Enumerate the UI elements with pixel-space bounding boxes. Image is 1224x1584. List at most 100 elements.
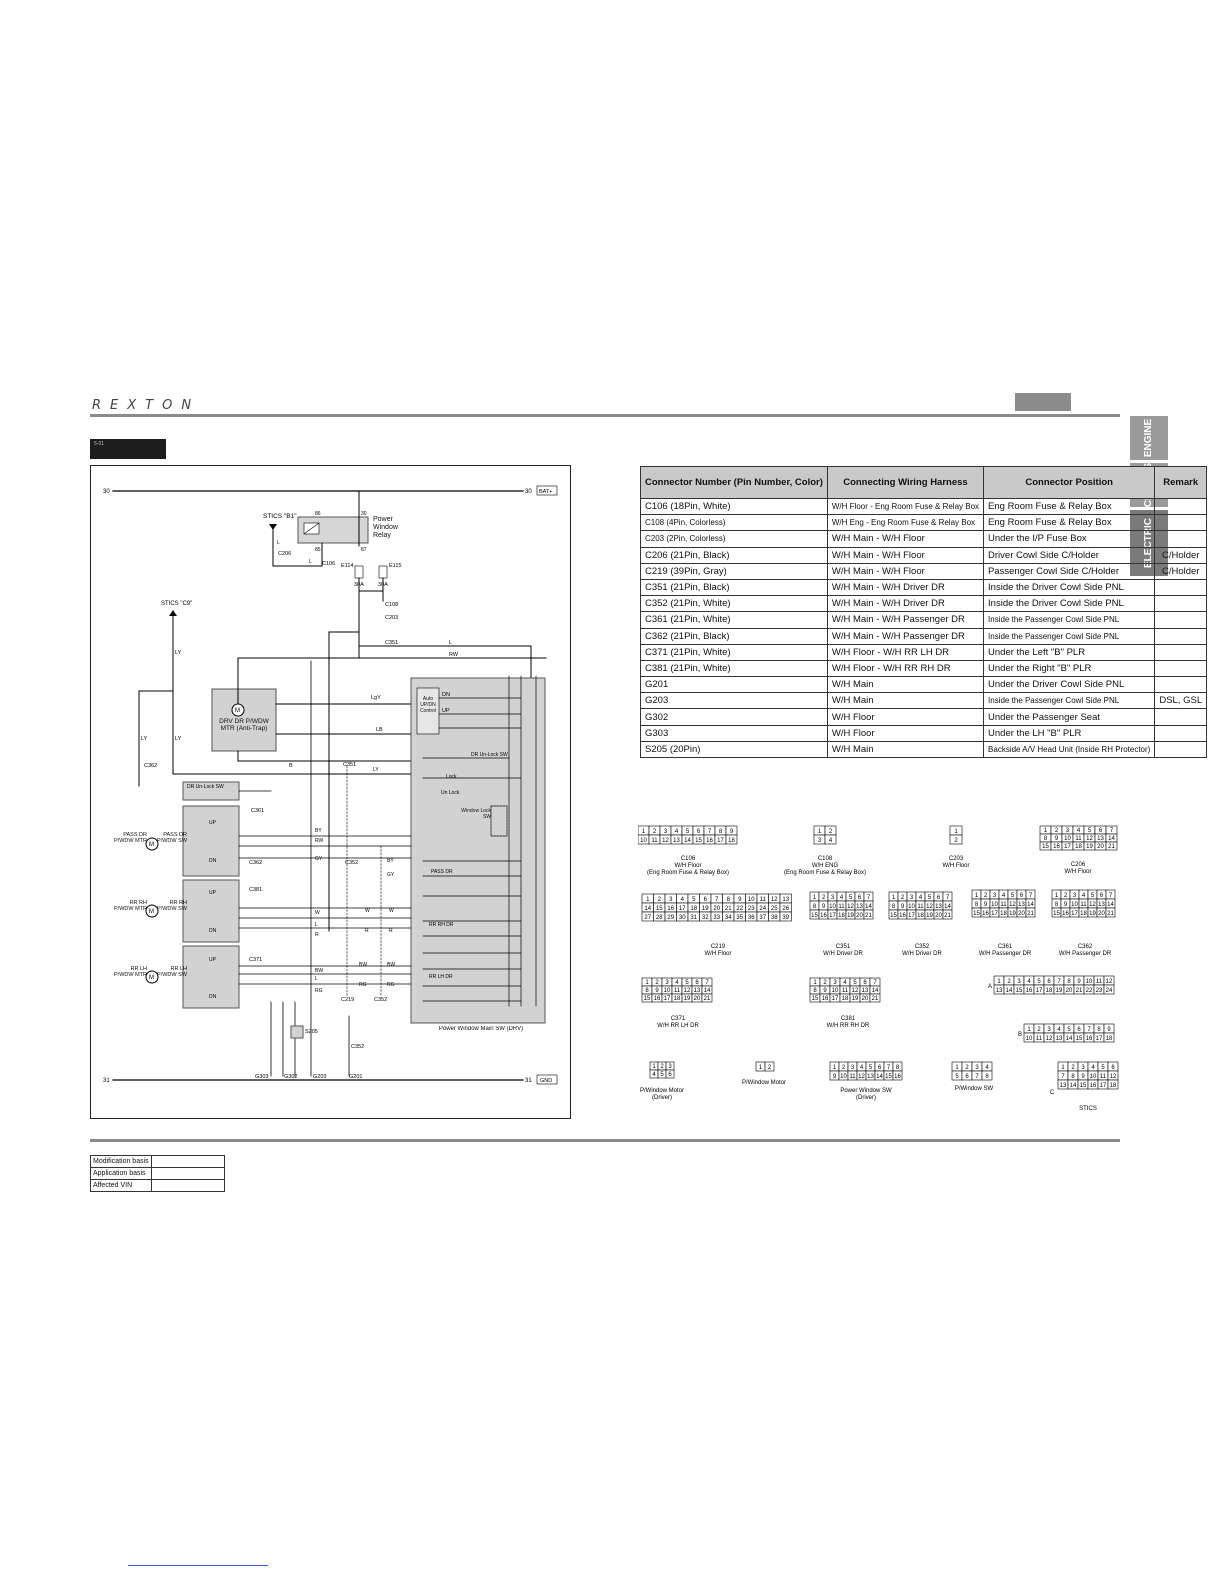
svg-text:C361: C361 [251,808,264,814]
drv-door-motor [211,688,277,752]
stics-c9-label: STICS "C9" [161,601,192,607]
footer-rule [90,1139,1120,1142]
header-rule [90,414,1120,417]
svg-text:24: 24 [759,906,766,912]
cell-remark [1154,627,1208,645]
svg-text:10: 10 [829,904,836,910]
svg-text:19: 19 [702,906,709,912]
connector-label: W/H RR RH DR [827,1023,870,1029]
svg-text:LY: LY [175,736,182,742]
svg-text:3: 3 [993,893,997,899]
svg-text:5: 5 [1101,1065,1105,1071]
svg-text:6: 6 [695,980,699,986]
svg-text:BY: BY [387,858,394,864]
svg-text:19: 19 [1056,988,1063,994]
svg-text:C352: C352 [374,997,387,1003]
connector-label: STICS [1079,1106,1097,1112]
connector-label: W/H Passenger DR [979,951,1032,957]
svg-text:5: 5 [1091,893,1095,899]
svg-text:85: 85 [315,547,321,553]
svg-text:16: 16 [899,913,906,919]
svg-text:38: 38 [771,915,778,921]
cell-connector: C362 (21Pin, Black) [640,627,828,645]
svg-text:1: 1 [646,897,650,903]
table-row: C362 (21Pin, Black)W/H Main - W/H Passen… [640,627,1208,645]
connector-label: (Eng Room Fuse & Relay Box) [784,870,866,876]
svg-text:C108: C108 [385,602,398,608]
connector-label: C206 [1071,862,1086,868]
table-row: C361 (21Pin, White)W/H Main - W/H Passen… [640,611,1208,629]
svg-text:87: 87 [361,547,367,553]
svg-text:UP: UP [209,890,217,896]
svg-text:12: 12 [858,1074,865,1080]
svg-text:19: 19 [926,913,933,919]
rr-lh-switch [182,945,240,1009]
svg-text:C351: C351 [385,640,398,646]
main-switch-box [410,677,546,1024]
svg-text:1: 1 [975,893,979,899]
stics-row-label: A [988,984,992,990]
svg-text:15: 15 [1016,988,1023,994]
connector-label: W/H ENG [812,863,839,869]
svg-text:15: 15 [1080,1083,1087,1089]
svg-text:8: 8 [719,829,723,835]
svg-text:5: 5 [853,980,857,986]
svg-text:32: 32 [702,915,709,921]
svg-text:8: 8 [1055,902,1059,908]
side-tab-engine[interactable]: ENGINE [1130,416,1168,460]
svg-text:12: 12 [852,988,859,994]
svg-text:17: 17 [717,838,724,844]
rr-rh-switch [182,879,240,943]
svg-text:7: 7 [715,897,719,903]
svg-text:36: 36 [748,915,755,921]
svg-text:5: 5 [685,980,689,986]
cell-connector: C206 (21Pin, Black) [640,546,828,564]
cell-position: Eng Room Fuse & Relay Box [983,497,1156,516]
svg-text:RW: RW [315,838,324,844]
svg-text:31: 31 [103,1078,110,1084]
svg-text:13: 13 [782,897,789,903]
svg-text:C219: C219 [341,997,354,1003]
svg-text:4: 4 [1082,893,1086,899]
svg-text:C362: C362 [249,860,262,866]
svg-text:5: 5 [1011,893,1015,899]
svg-text:UP: UP [209,957,217,963]
svg-text:1: 1 [1061,1065,1065,1071]
svg-text:11: 11 [760,897,767,903]
svg-text:8: 8 [892,904,896,910]
svg-text:17: 17 [1036,988,1043,994]
svg-text:1: 1 [955,1065,959,1071]
svg-text:6: 6 [1020,893,1024,899]
svg-text:11: 11 [1075,836,1082,842]
svg-text:E114: E114 [341,563,353,569]
svg-text:M: M [149,842,154,848]
svg-text:3: 3 [669,897,673,903]
svg-text:11: 11 [1080,902,1087,908]
cell-remark [1154,578,1208,597]
cell-remark [1154,497,1208,516]
rail-30-left: 30 [103,489,110,495]
svg-text:M: M [149,909,154,915]
brand-logo: REXTON [92,398,201,413]
svg-text:2: 2 [954,838,958,844]
footer-link[interactable] [128,1565,268,1566]
svg-text:4: 4 [681,897,685,903]
svg-text:4: 4 [675,980,679,986]
svg-text:9: 9 [655,988,659,994]
svg-text:27: 27 [644,915,651,921]
svg-text:8: 8 [645,988,649,994]
cell-position: Passenger Cowl Side C/Holder [983,562,1156,580]
svg-text:18: 18 [917,913,924,919]
svg-text:16: 16 [1053,844,1060,850]
svg-text:12: 12 [1086,836,1093,842]
svg-text:6: 6 [878,1065,882,1071]
svg-text:14: 14 [644,906,651,912]
cell-harness: W/H Main [826,676,985,694]
svg-text:16: 16 [667,906,674,912]
svg-text:W: W [365,908,370,914]
cell-harness: W/H Main [826,740,985,759]
svg-text:14: 14 [944,904,951,910]
